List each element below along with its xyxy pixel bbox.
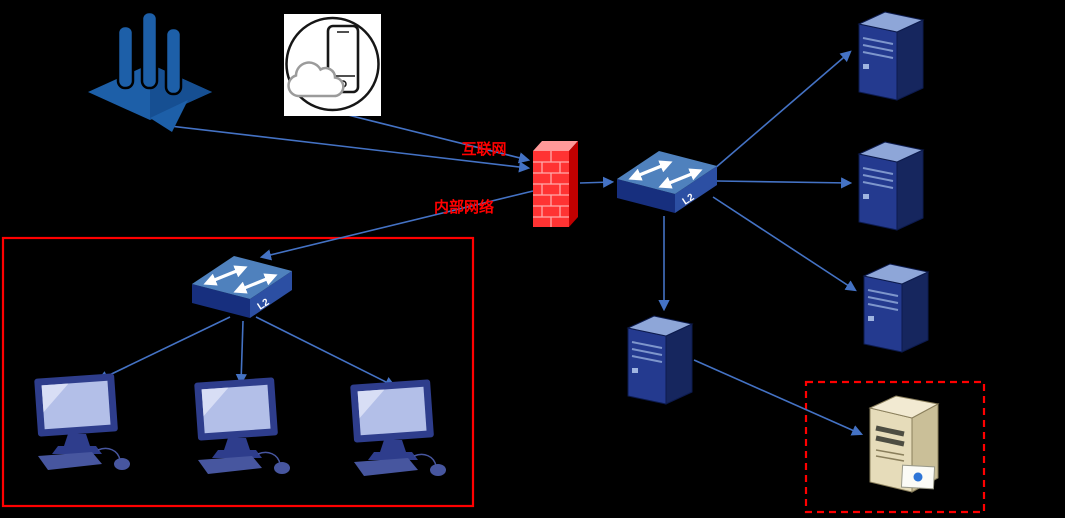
server3-icon — [863, 263, 929, 353]
cloud-icon — [287, 61, 345, 98]
pc1-icon — [33, 372, 131, 471]
link-access-switch-pc1 — [96, 316, 231, 382]
link-mobile-firewall — [343, 113, 531, 164]
building-tower — [164, 26, 183, 96]
server1-icon — [858, 11, 924, 101]
firewall-brick-pattern — [533, 151, 569, 227]
firewall-icon — [533, 141, 578, 227]
link-switch-server1 — [713, 50, 852, 170]
phone-cloud-icon — [284, 14, 381, 116]
server4-icon — [627, 315, 693, 405]
link-building-firewall — [169, 125, 531, 173]
firewall-side-face — [569, 141, 578, 227]
storage-server-icon — [870, 396, 938, 492]
link-firewall-core-switch — [579, 176, 615, 188]
storage-server-zone-border — [804, 380, 986, 514]
firewall-top-face — [533, 141, 578, 151]
server2-icon — [858, 141, 924, 231]
building-tower — [116, 24, 135, 90]
firewall-front-face — [533, 151, 569, 227]
core-l2-switch-icon — [617, 151, 717, 213]
building-tail — [150, 100, 188, 132]
link-access-switch-pc2 — [235, 320, 247, 386]
internal-network-label: 内部网络 — [434, 198, 494, 216]
building-icon — [88, 10, 212, 132]
internet-label: 互联网 — [461, 141, 506, 158]
internal-network-zone-border — [1, 236, 475, 508]
link-switch-server2 — [716, 177, 853, 189]
link-server4-storage — [693, 359, 864, 436]
link-firewall-access-switch — [259, 190, 534, 261]
link-switch-server3 — [712, 196, 857, 292]
access-l2-switch-icon — [192, 256, 292, 318]
pc2-icon — [193, 376, 291, 475]
link-access-switch-pc3 — [255, 316, 397, 388]
pc3-icon — [349, 378, 447, 477]
building-tower — [140, 10, 159, 90]
